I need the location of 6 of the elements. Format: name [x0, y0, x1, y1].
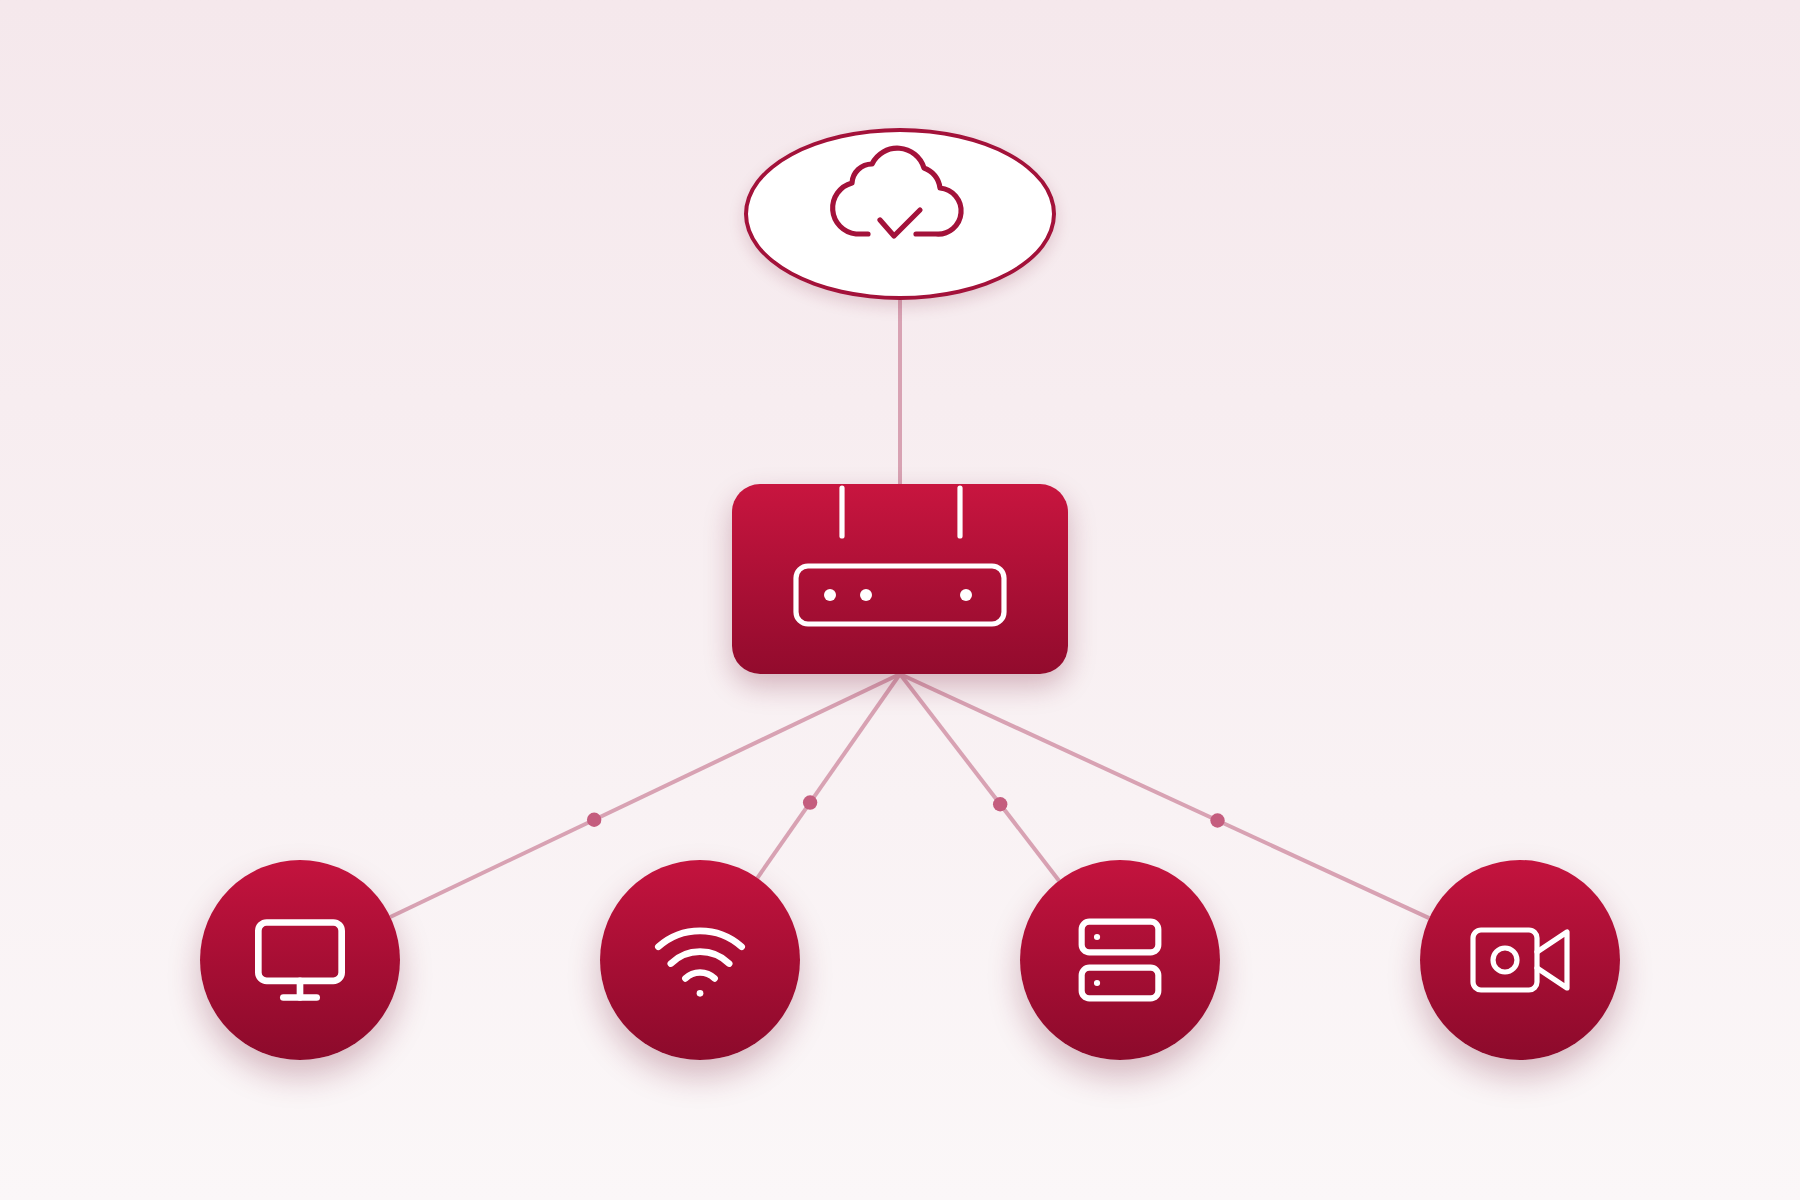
connector-line [755, 672, 902, 880]
connector-line [389, 672, 901, 919]
router-box [732, 484, 1068, 674]
connector-line [898, 300, 902, 484]
connector-line [899, 672, 1431, 920]
connector-line [898, 672, 1061, 882]
